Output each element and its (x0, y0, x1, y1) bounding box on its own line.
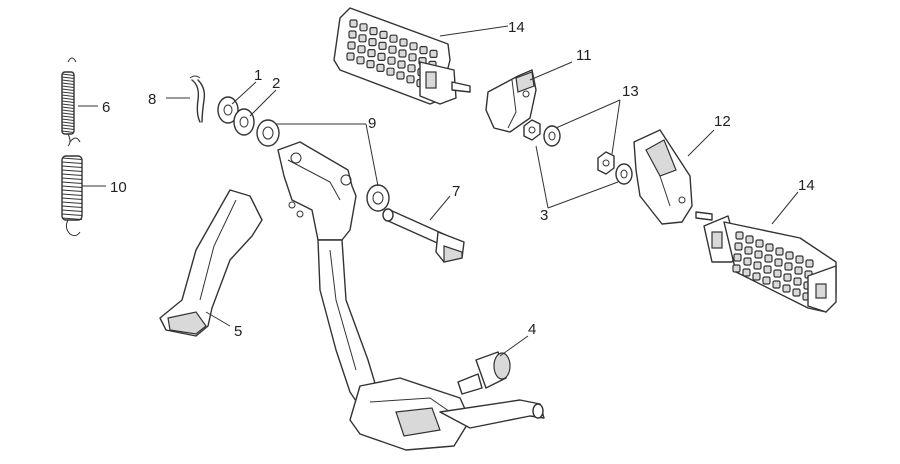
washer-3a (543, 125, 561, 147)
callout-10: 10 (110, 179, 127, 196)
washer-9b (366, 184, 390, 212)
callout-2: 2 (272, 75, 280, 92)
washer-3b (615, 163, 633, 185)
rubber-stop-4 (457, 351, 511, 395)
callout-6: 6 (102, 99, 110, 116)
callout-11: 11 (576, 47, 592, 64)
callout-9: 9 (368, 115, 376, 132)
callout-14-bottom: 14 (798, 177, 815, 194)
callout-13: 13 (622, 83, 639, 100)
footpeg-bracket-12 (633, 129, 693, 225)
nut-13b (597, 151, 615, 175)
callout-8: 8 (148, 91, 156, 108)
center-stand-5 (159, 141, 545, 451)
footpeg-14-bottom (695, 211, 837, 313)
callout-5: 5 (234, 323, 242, 340)
footpeg-bracket-11 (485, 69, 537, 133)
pivot-pin-7 (382, 208, 465, 263)
washer-2 (233, 108, 255, 136)
clip-pin-8 (189, 75, 206, 123)
spring-6 (61, 57, 77, 147)
washer-9a (256, 119, 280, 147)
callout-12: 12 (714, 113, 731, 130)
footpeg-14-top (333, 7, 471, 105)
spring-10 (61, 137, 83, 237)
callout-3: 3 (540, 207, 548, 224)
callout-7: 7 (452, 183, 460, 200)
callout-labels: 1 2 3 4 5 6 7 8 9 10 11 12 13 14 14 (102, 19, 815, 340)
nut-13a (523, 119, 541, 141)
callout-1: 1 (254, 67, 262, 84)
callout-14-top: 14 (508, 19, 525, 36)
callout-4: 4 (528, 321, 536, 338)
leader-lines (78, 25, 799, 357)
